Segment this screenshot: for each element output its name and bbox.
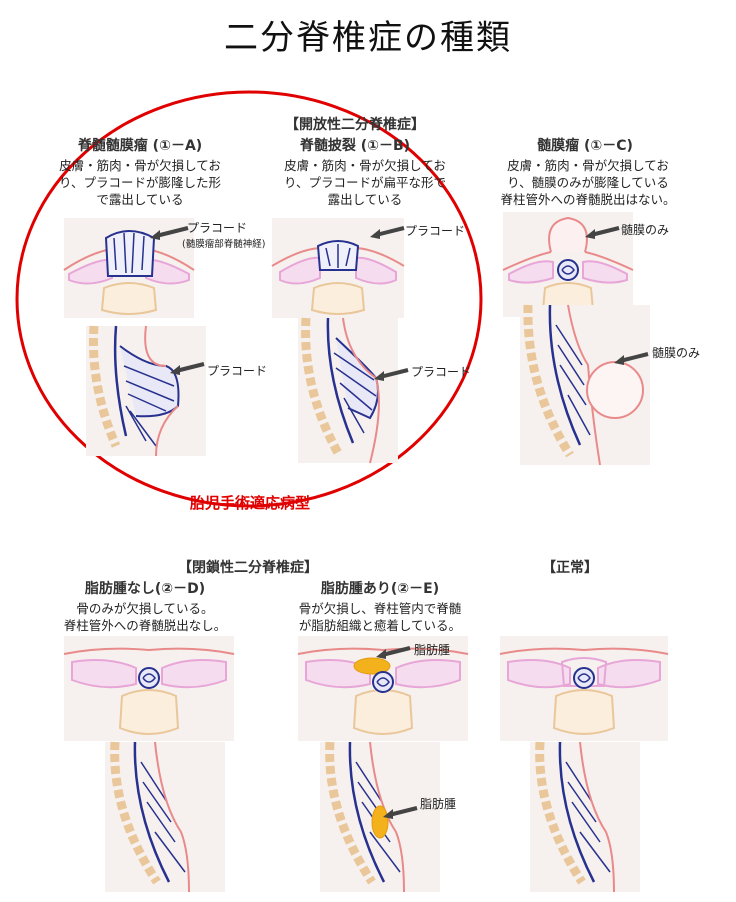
panel-c-side-arrow bbox=[614, 352, 649, 365]
page-title: 二分脊椎症の種類 bbox=[224, 18, 512, 58]
panel-b-side-label: プラコード bbox=[411, 365, 472, 379]
normal-sagittal bbox=[530, 741, 640, 893]
panel-e-description: 骨が欠損し、脊柱管内で脊髄が脂肪組織と癒着している。 bbox=[298, 601, 462, 633]
panel-d-description: 骨のみが欠損している。脊柱管外への脊髄脱出なし。 bbox=[63, 601, 227, 633]
panel-a-side-arrow bbox=[170, 362, 205, 375]
panel-a-pointer-arrow bbox=[150, 226, 189, 240]
panel-e-heading: 脂肪腫あり(②－E) bbox=[320, 581, 440, 597]
panel-e-side-arrow bbox=[383, 806, 418, 819]
panel-e-side-label: 脂肪腫 bbox=[420, 797, 457, 811]
panel-a-cross-section bbox=[63, 218, 195, 318]
panel-a-heading: 脊髄髄膜瘤 (①－A) bbox=[77, 138, 203, 154]
panel-c-sagittal bbox=[520, 304, 650, 466]
panel-c-side-label: 髄膜のみ bbox=[652, 346, 701, 360]
panel-b-side-arrow bbox=[374, 368, 409, 381]
panel-a-top-label: プラコード bbox=[187, 221, 248, 235]
panel-c-top-label: 髄膜のみ bbox=[621, 223, 670, 237]
closed-spina-bifida-heading: 【閉鎖性二分脊椎症】 bbox=[178, 560, 318, 576]
panel-b-top-label: プラコード bbox=[405, 224, 466, 238]
panel-c-pointer-arrow bbox=[585, 226, 620, 239]
panel-b-description: 皮膚・筋肉・骨が欠損しており、プラコードが扁平な形で露出している bbox=[283, 158, 446, 207]
normal-heading: 【正常】 bbox=[542, 560, 598, 576]
panel-d-sagittal bbox=[105, 741, 225, 893]
panel-a-description: 皮膚・筋肉・骨が欠損しており、プラコードが膨隆した形で露出している bbox=[58, 158, 221, 207]
panel-a-top-sublabel: (髄膜瘤部脊髄神経) bbox=[182, 239, 266, 250]
panel-b-sagittal bbox=[298, 317, 398, 464]
panel-d-cross-section bbox=[63, 636, 235, 741]
panel-e-top-label: 脂肪腫 bbox=[414, 643, 451, 657]
open-spina-bifida-heading: 【開放性二分脊椎症】 bbox=[285, 117, 425, 133]
fetal-surgery-label: 胎児手術適応病型 bbox=[189, 494, 310, 512]
panel-d-heading: 脂肪腫なし(②－D) bbox=[84, 581, 206, 597]
panel-c-heading: 髄膜瘤 (①－C) bbox=[537, 138, 633, 154]
panel-b-heading: 脊髄披裂 (①－B) bbox=[299, 138, 411, 154]
panel-e-sagittal bbox=[320, 741, 440, 893]
panel-e-pointer-arrow bbox=[376, 646, 411, 659]
panel-a-side-label: プラコード bbox=[207, 364, 268, 378]
panel-c-description: 皮膚・筋肉・骨が欠損しており、髄膜のみが膨隆している脊柱管外への脊髄脱出はない。 bbox=[500, 158, 676, 207]
normal-cross-section bbox=[499, 636, 669, 741]
panel-a-sagittal bbox=[86, 325, 206, 457]
panel-b-pointer-arrow bbox=[370, 226, 405, 239]
